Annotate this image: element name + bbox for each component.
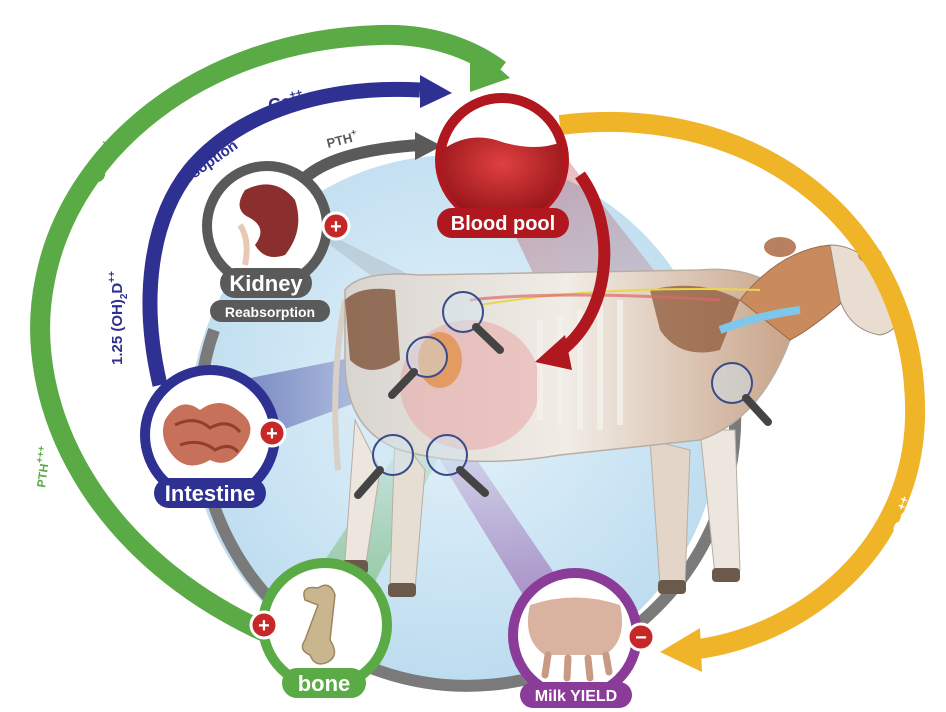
milk-arrowhead: [660, 628, 702, 672]
kidney-label: Kidney: [229, 271, 303, 296]
milk-minus-sign: −: [635, 627, 647, 649]
pth-grey-label: PTH+: [325, 127, 359, 151]
milk-yield-label: Milk YIELD: [535, 688, 617, 705]
bone-label: bone: [298, 671, 351, 696]
resorption-label: Resorption: [33, 210, 69, 291]
pth-green-label: PTH+++: [31, 445, 54, 489]
resorption-arrowhead: [470, 42, 510, 92]
bone-plus-sign: +: [258, 615, 270, 637]
intestine-label: Intestine: [165, 481, 255, 506]
kidney-plus-sign: +: [330, 216, 342, 238]
blood-pool-label: Blood pool: [451, 213, 555, 235]
absorption-arrowhead: [420, 75, 452, 108]
intestine-plus-sign: +: [266, 423, 278, 445]
reabsorption-label: Reabsorption: [225, 304, 315, 320]
vitamin-d-label: 1.25 (OH)2D++: [107, 271, 130, 365]
